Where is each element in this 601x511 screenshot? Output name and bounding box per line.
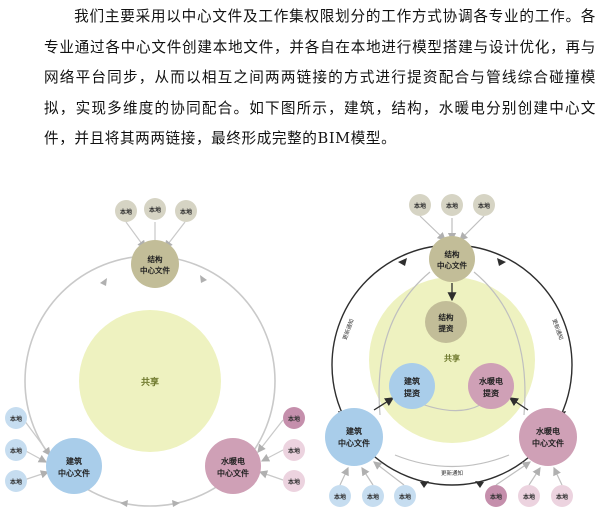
right-local-structure-3 bbox=[473, 194, 495, 216]
left-local-structure-2 bbox=[144, 198, 166, 220]
right-mep-sublabel: 中心文件 bbox=[532, 438, 564, 448]
right-structure-submit-label: 结构 bbox=[439, 312, 454, 322]
left-local-mep-2 bbox=[283, 439, 305, 461]
left-local-label: 本地 bbox=[10, 415, 22, 423]
right-structure-label: 结构 bbox=[445, 249, 460, 259]
right-local-label: 本地 bbox=[334, 493, 346, 501]
left-local-label: 本地 bbox=[288, 447, 300, 455]
right-local-label: 本地 bbox=[446, 202, 458, 210]
left-share-label: 共享 bbox=[141, 376, 159, 388]
right-local-label: 本地 bbox=[367, 493, 379, 501]
right-local-mep-2 bbox=[518, 485, 540, 507]
right-local-label: 本地 bbox=[523, 493, 535, 501]
right-structure-submit bbox=[425, 301, 467, 343]
right-architecture-submit bbox=[389, 363, 435, 409]
left-local-label: 本地 bbox=[288, 478, 300, 486]
right-structure-submit-sublabel: 提资 bbox=[439, 323, 454, 333]
update-notice-left: 更新通知 bbox=[341, 318, 356, 341]
right-architecture-submit-sublabel: 提资 bbox=[404, 388, 420, 398]
right-local-architecture-1 bbox=[329, 485, 351, 507]
right-mep-submit-sublabel: 提资 bbox=[483, 388, 499, 398]
right-local-mep-3 bbox=[551, 485, 573, 507]
left-local-label: 本地 bbox=[288, 415, 300, 423]
right-local-label: 本地 bbox=[478, 202, 490, 210]
right-diagram: 共享 更新通知 更新通知 更新通知 本地 本地 本地 结构 中心文件 bbox=[325, 194, 577, 507]
left-mep-center-file bbox=[205, 438, 261, 494]
left-local-mep-1 bbox=[283, 407, 305, 429]
left-local-architecture-2 bbox=[5, 439, 27, 461]
left-local-label: 本地 bbox=[180, 208, 192, 216]
right-structure-sublabel: 中心文件 bbox=[437, 260, 467, 270]
right-local-architecture-3 bbox=[394, 485, 416, 507]
right-mep-label: 水暖电 bbox=[535, 426, 560, 436]
right-architecture-center-file bbox=[325, 408, 383, 466]
right-structure-center-file bbox=[429, 236, 475, 282]
left-mep-label: 水暖电 bbox=[220, 456, 245, 466]
right-mep-center-file bbox=[519, 408, 577, 466]
right-architecture-sublabel: 中心文件 bbox=[338, 438, 370, 448]
left-local-label: 本地 bbox=[10, 447, 22, 455]
left-share-circle bbox=[79, 310, 221, 452]
intro-paragraph: 我们主要采用以中心文件及工作集权限划分的工作方式协调各专业的工作。各专业通过各中… bbox=[44, 2, 596, 155]
right-local-mep-1 bbox=[485, 485, 507, 507]
left-diagram: 共享 本地 本地 本地 结构 中心文件 本地 本地 本地 bbox=[5, 198, 305, 507]
right-local-label: 本地 bbox=[399, 493, 411, 501]
left-local-structure-1 bbox=[115, 200, 137, 222]
left-structure-center-file bbox=[131, 240, 179, 288]
left-local-label: 本地 bbox=[120, 208, 132, 216]
left-structure-label: 结构 bbox=[148, 254, 163, 264]
left-architecture-label: 建筑 bbox=[65, 456, 82, 466]
left-architecture-center-file bbox=[46, 438, 102, 494]
left-mep-sublabel: 中心文件 bbox=[217, 468, 249, 478]
left-local-label: 本地 bbox=[10, 478, 22, 486]
left-local-structure-3 bbox=[175, 200, 197, 222]
right-local-label: 本地 bbox=[556, 493, 568, 501]
left-architecture-sublabel: 中心文件 bbox=[58, 468, 90, 478]
right-architecture-label: 建筑 bbox=[345, 426, 362, 436]
right-local-structure-2 bbox=[441, 194, 463, 216]
right-local-structure-1 bbox=[409, 194, 431, 216]
left-local-label: 本地 bbox=[149, 206, 161, 214]
left-local-architecture-3 bbox=[5, 470, 27, 492]
left-structure-sublabel: 中心文件 bbox=[140, 265, 170, 275]
right-mep-submit bbox=[468, 363, 514, 409]
right-local-label: 本地 bbox=[414, 202, 426, 210]
intro-text: 我们主要采用以中心文件及工作集权限划分的工作方式协调各专业的工作。各专业通过各中… bbox=[44, 8, 596, 147]
right-local-architecture-2 bbox=[362, 485, 384, 507]
right-share-label: 共享 bbox=[444, 353, 460, 363]
right-mep-submit-label: 水暖电 bbox=[478, 376, 503, 386]
update-notice-bottom: 更新通知 bbox=[441, 469, 463, 477]
left-local-mep-3 bbox=[283, 470, 305, 492]
right-architecture-submit-label: 建筑 bbox=[403, 376, 420, 386]
left-local-architecture-1 bbox=[5, 407, 27, 429]
right-local-label: 本地 bbox=[490, 493, 502, 501]
